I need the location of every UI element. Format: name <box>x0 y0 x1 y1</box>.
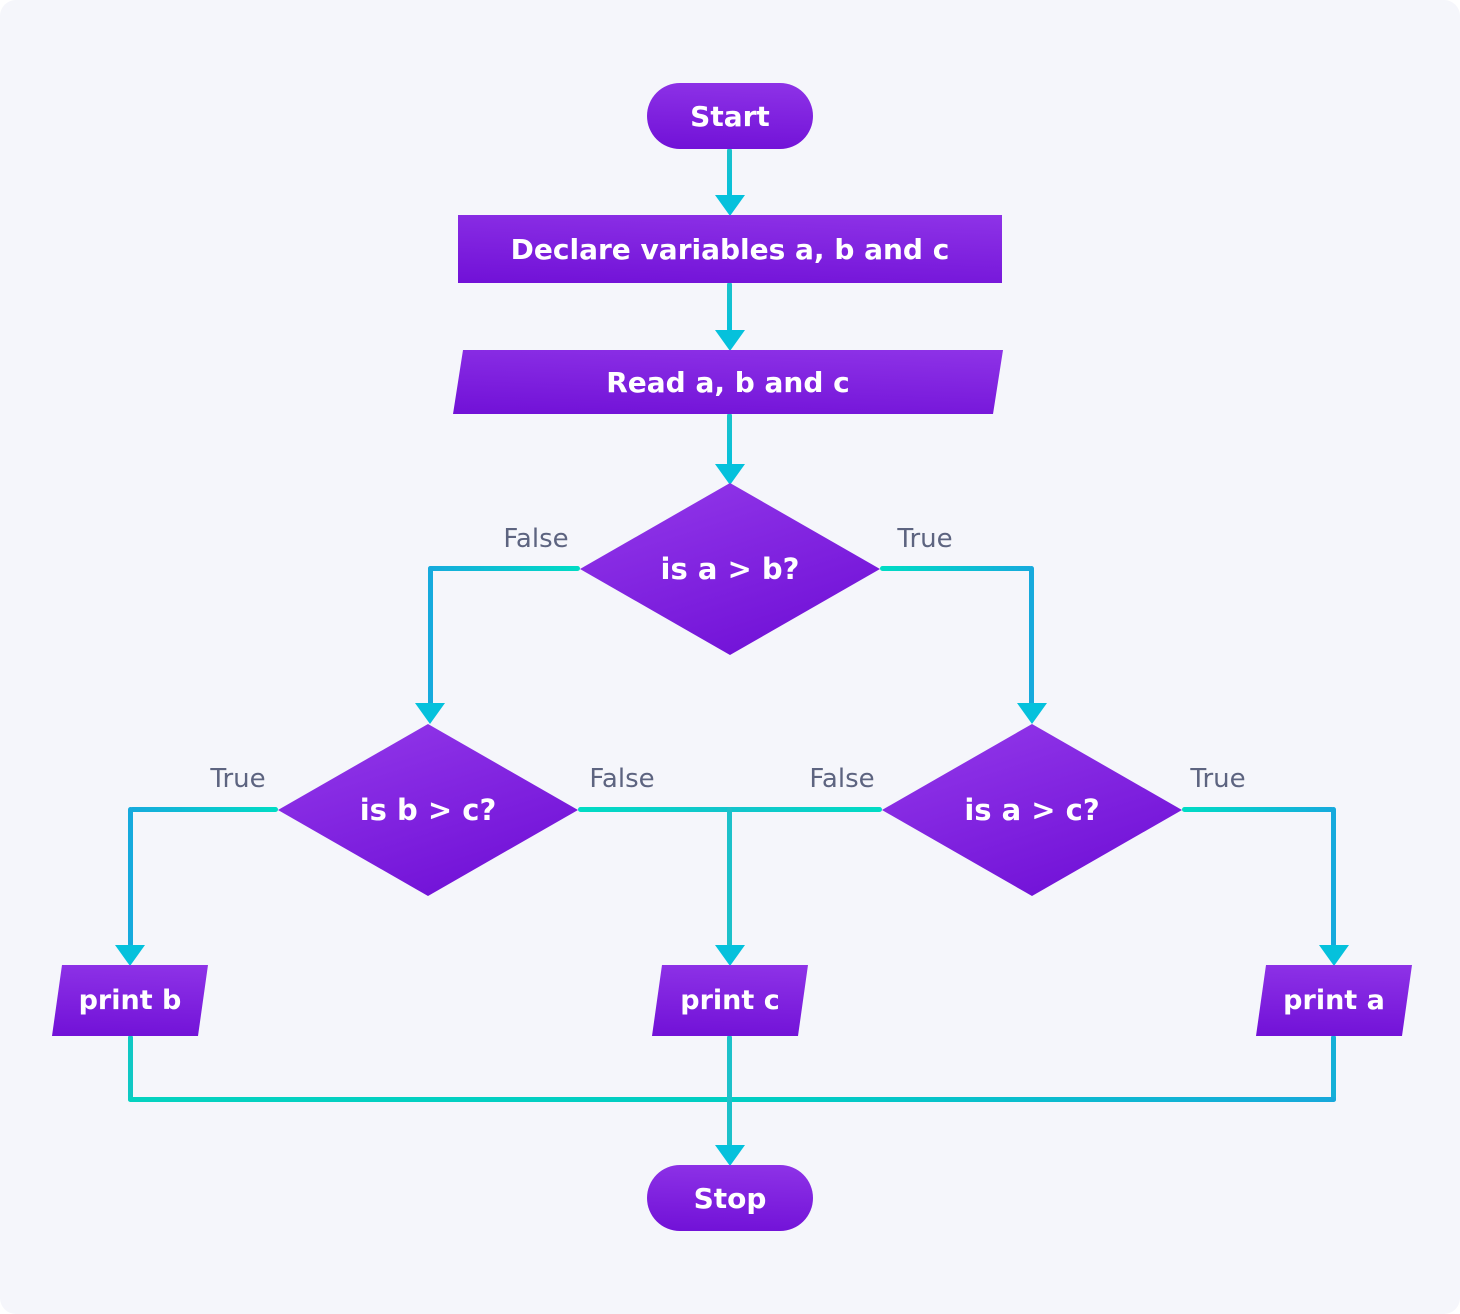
connector-d2-true-horizontal <box>130 807 278 812</box>
arrowhead-down-icon <box>1319 945 1349 966</box>
connector-printa-merge <box>1331 1035 1336 1102</box>
read-input-label: Read a, b and c <box>606 365 850 399</box>
connector-declare-read <box>727 282 732 332</box>
edge-label-d2-true: True <box>210 764 266 794</box>
connector-read-decision1 <box>727 413 732 466</box>
connector-d1-false-vertical <box>428 566 433 706</box>
stop-node-label: Stop <box>693 1181 767 1215</box>
connector-start-declare <box>727 148 732 197</box>
connector-false-cross-vertical <box>727 807 732 947</box>
connector-d3-true-horizontal <box>1182 807 1334 812</box>
declare-variables-label: Declare variables a, b and c <box>510 232 950 266</box>
connector-merge-horizontal <box>128 1097 1336 1102</box>
arrowhead-down-icon <box>415 703 445 724</box>
print-c-node: print c <box>652 965 808 1036</box>
stop-node: Stop <box>647 1165 813 1231</box>
decision-a-gt-b-node: is a > b? <box>580 483 880 655</box>
decision-a-gt-c-label: is a > c? <box>964 793 1100 827</box>
connector-printc-stop <box>727 1035 732 1147</box>
declare-variables-node: Declare variables a, b and c <box>458 215 1002 283</box>
edge-label-d3-true: True <box>1190 764 1246 794</box>
print-b-node: print b <box>52 965 208 1036</box>
print-a-label: print a <box>1283 985 1385 1016</box>
arrowhead-down-icon <box>715 330 745 351</box>
connector-d1-false-horizontal <box>428 566 580 571</box>
edge-label-d3-false: False <box>809 764 875 794</box>
arrowhead-down-icon <box>715 464 745 485</box>
arrowhead-down-icon <box>715 945 745 966</box>
edge-label-d1-false: False <box>503 524 569 554</box>
decision-b-gt-c-label: is b > c? <box>359 793 497 827</box>
decision-a-gt-b-label: is a > b? <box>660 552 800 586</box>
arrowhead-down-icon <box>115 945 145 966</box>
arrowhead-down-icon <box>715 1145 745 1166</box>
start-node: Start <box>647 83 813 149</box>
print-c-label: print c <box>680 985 780 1016</box>
print-a-node: print a <box>1256 965 1412 1036</box>
decision-a-gt-c-node: is a > c? <box>882 724 1182 896</box>
connector-d2-true-vertical <box>128 807 133 947</box>
edge-label-d2-false: False <box>589 764 655 794</box>
arrowhead-down-icon <box>1017 703 1047 724</box>
decision-b-gt-c-node: is b > c? <box>278 724 578 896</box>
print-b-label: print b <box>78 985 182 1016</box>
start-node-label: Start <box>690 99 770 133</box>
connector-d3-true-vertical <box>1331 807 1336 947</box>
connector-d1-true-horizontal <box>880 566 1032 571</box>
connector-d1-true-vertical <box>1029 566 1034 706</box>
read-input-node: Read a, b and c <box>453 350 1003 414</box>
connector-printb-merge <box>128 1035 133 1102</box>
arrowhead-down-icon <box>715 195 745 216</box>
edge-label-d1-true: True <box>897 524 953 554</box>
